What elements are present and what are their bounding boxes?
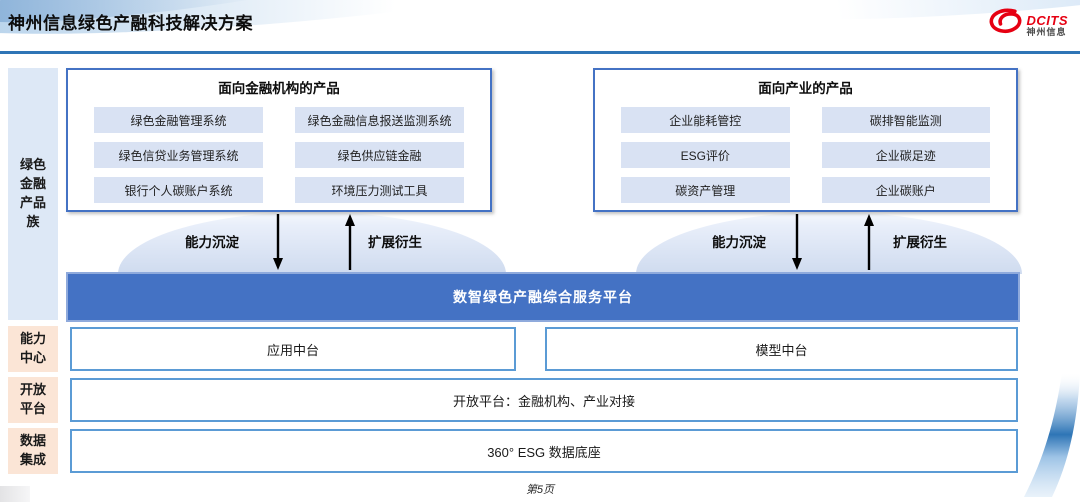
logo-company: 神州信息	[1026, 26, 1067, 37]
product-chip: 企业能耗管控	[621, 107, 790, 133]
dome-decoration	[118, 212, 506, 274]
sidebar-label-capability-center: 能力 中心	[8, 326, 58, 372]
corner-ribbon-decoration	[1022, 372, 1080, 502]
product-chip: 碳排智能监测	[821, 107, 990, 133]
sidebar-label-green-finance-product-family: 绿色 金融 产品 族	[8, 68, 58, 320]
industry-products-title: 面向产业的产品	[758, 81, 853, 96]
model-middle-platform-box: 模型中台	[545, 327, 1018, 371]
product-chip: 环境压力测试工具	[295, 177, 464, 203]
industry-products-box: 面向产业的产品 企业能耗管控 碳排智能监测 ESG评价 企业碳足迹 碳资产管理 …	[593, 68, 1018, 212]
dome-decoration	[636, 212, 1022, 274]
company-logo: DCITS 神州信息	[987, 7, 1069, 44]
dcits-swoosh-icon	[987, 7, 1023, 44]
financial-products-title: 面向金融机构的产品	[218, 81, 340, 96]
up-arrow-icon	[863, 214, 875, 275]
sidebar-label-line: 平台	[19, 401, 46, 416]
esg-data-base-box: 360° ESG 数据底座	[70, 429, 1018, 473]
product-chip: 银行个人碳账户系统	[94, 177, 263, 203]
product-chip: 绿色金融信息报送监测系统	[295, 107, 464, 133]
application-middle-platform-box: 应用中台	[70, 327, 516, 371]
sidebar-label-data-integration: 数据 集成	[8, 428, 58, 474]
product-chip: 企业碳账户	[821, 177, 990, 203]
sidebar-label-open-platform: 开放 平台	[8, 377, 58, 423]
page-number: 第5页	[525, 484, 555, 496]
platform-banner: 数智绿色产融综合服务平台	[66, 272, 1020, 322]
down-arrow-icon	[791, 214, 803, 275]
corner-gray-decoration	[0, 486, 30, 502]
capability-settle-label: 能力沉淀	[185, 235, 239, 250]
financial-products-box: 面向金融机构的产品 绿色金融管理系统 绿色金融信息报送监测系统 绿色信贷业务管理…	[66, 68, 492, 212]
product-chip: 企业碳足迹	[821, 142, 990, 168]
sidebar-label-line: 金融	[19, 176, 46, 192]
sidebar-label-line: 绿色	[19, 157, 46, 173]
header-divider-line	[0, 51, 1080, 54]
open-platform-box: 开放平台：金融机构、产业对接	[70, 378, 1018, 422]
sidebar-label-line: 族	[26, 213, 40, 229]
product-chip: ESG评价	[621, 142, 790, 168]
header: 神州信息绿色产融科技解决方案 DCITS 神州信息	[0, 0, 1080, 54]
up-arrow-icon	[344, 214, 356, 275]
down-arrow-icon	[272, 214, 284, 275]
capability-settle-label: 能力沉淀	[712, 235, 766, 250]
sidebar-label-line: 集成	[19, 452, 46, 467]
industry-products-grid: 企业能耗管控 碳排智能监测 ESG评价 企业碳足迹 碳资产管理 企业碳账户	[595, 97, 1016, 203]
product-chip: 绿色供应链金融	[295, 142, 464, 168]
logo-brand: DCITS	[1026, 12, 1068, 28]
extend-derive-label: 扩展衍生	[893, 235, 947, 250]
sidebar-label-line: 数据	[19, 433, 46, 449]
extend-derive-label: 扩展衍生	[368, 235, 422, 250]
product-chip: 碳资产管理	[621, 177, 790, 203]
sidebar-label-line: 开放	[19, 382, 46, 398]
sidebar-label-line: 中心	[19, 350, 46, 365]
product-chip: 绿色金融管理系统	[94, 107, 263, 133]
product-chip: 绿色信贷业务管理系统	[94, 142, 263, 168]
logo-text: DCITS 神州信息	[1027, 14, 1069, 37]
slide-title: 神州信息绿色产融科技解决方案	[8, 14, 253, 33]
sidebar-label-line: 产品	[19, 195, 46, 210]
financial-products-grid: 绿色金融管理系统 绿色金融信息报送监测系统 绿色信贷业务管理系统 绿色供应链金融…	[68, 97, 490, 203]
sidebar-label-line: 能力	[19, 331, 46, 347]
